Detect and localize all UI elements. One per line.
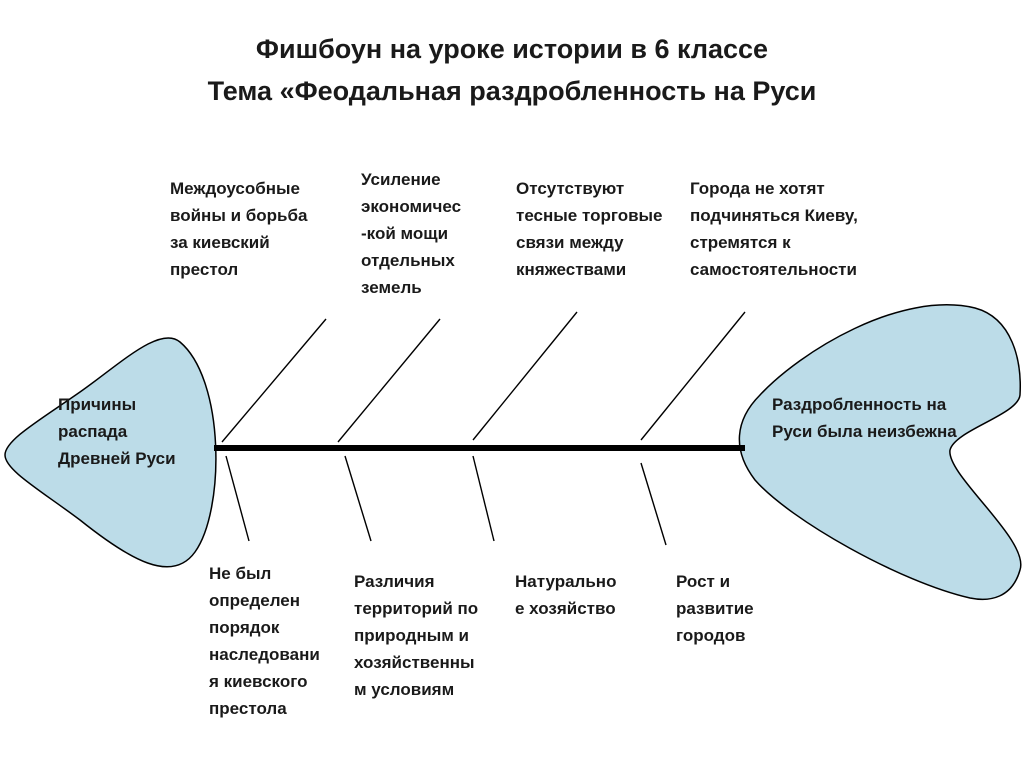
bottom-bone-1 [225,455,250,542]
top-bone-label-2: Усиление экономичес -кой мощи отдельных … [361,170,462,297]
bottom-bone-4 [640,462,667,546]
bottom-bone-label-4: Рост и развитие городов [676,572,754,645]
title-line-1: Фишбоун на уроке истории в 6 классе [255,34,769,64]
bottom-bone-label-2: Различия территорий по природным и хозяй… [354,572,479,699]
top-bone-label-1: Междоусобные войны и борьба за киевский … [170,179,308,279]
fish-head [4,337,217,568]
top-bone-label-3: Отсутствуют тесные торговые связи между … [516,179,663,279]
bottom-bone-3 [472,455,495,542]
title-line-2: Тема «Феодальная раздробленность на Руси [207,76,817,106]
tail-label: Раздробленность на Руси была неизбежна [772,395,957,441]
bottom-bone-label-1: Не был определен порядок наследовани я к… [209,564,320,718]
fish-tail [738,304,1022,601]
top-bone-4 [640,311,746,441]
bottom-bone-2 [344,455,372,542]
page-title: Фишбоун на уроке истории в 6 классе Тема… [0,28,1024,112]
top-bone-1 [221,318,327,443]
top-bone-label-4: Города не хотят подчиняться Киеву, стрем… [690,179,858,279]
bottom-bone-label-3: Натурально е хозяйство [515,572,617,618]
top-bone-3 [472,311,578,441]
top-bone-2 [337,318,441,443]
head-label: Причины распада Древней Руси [58,395,176,468]
